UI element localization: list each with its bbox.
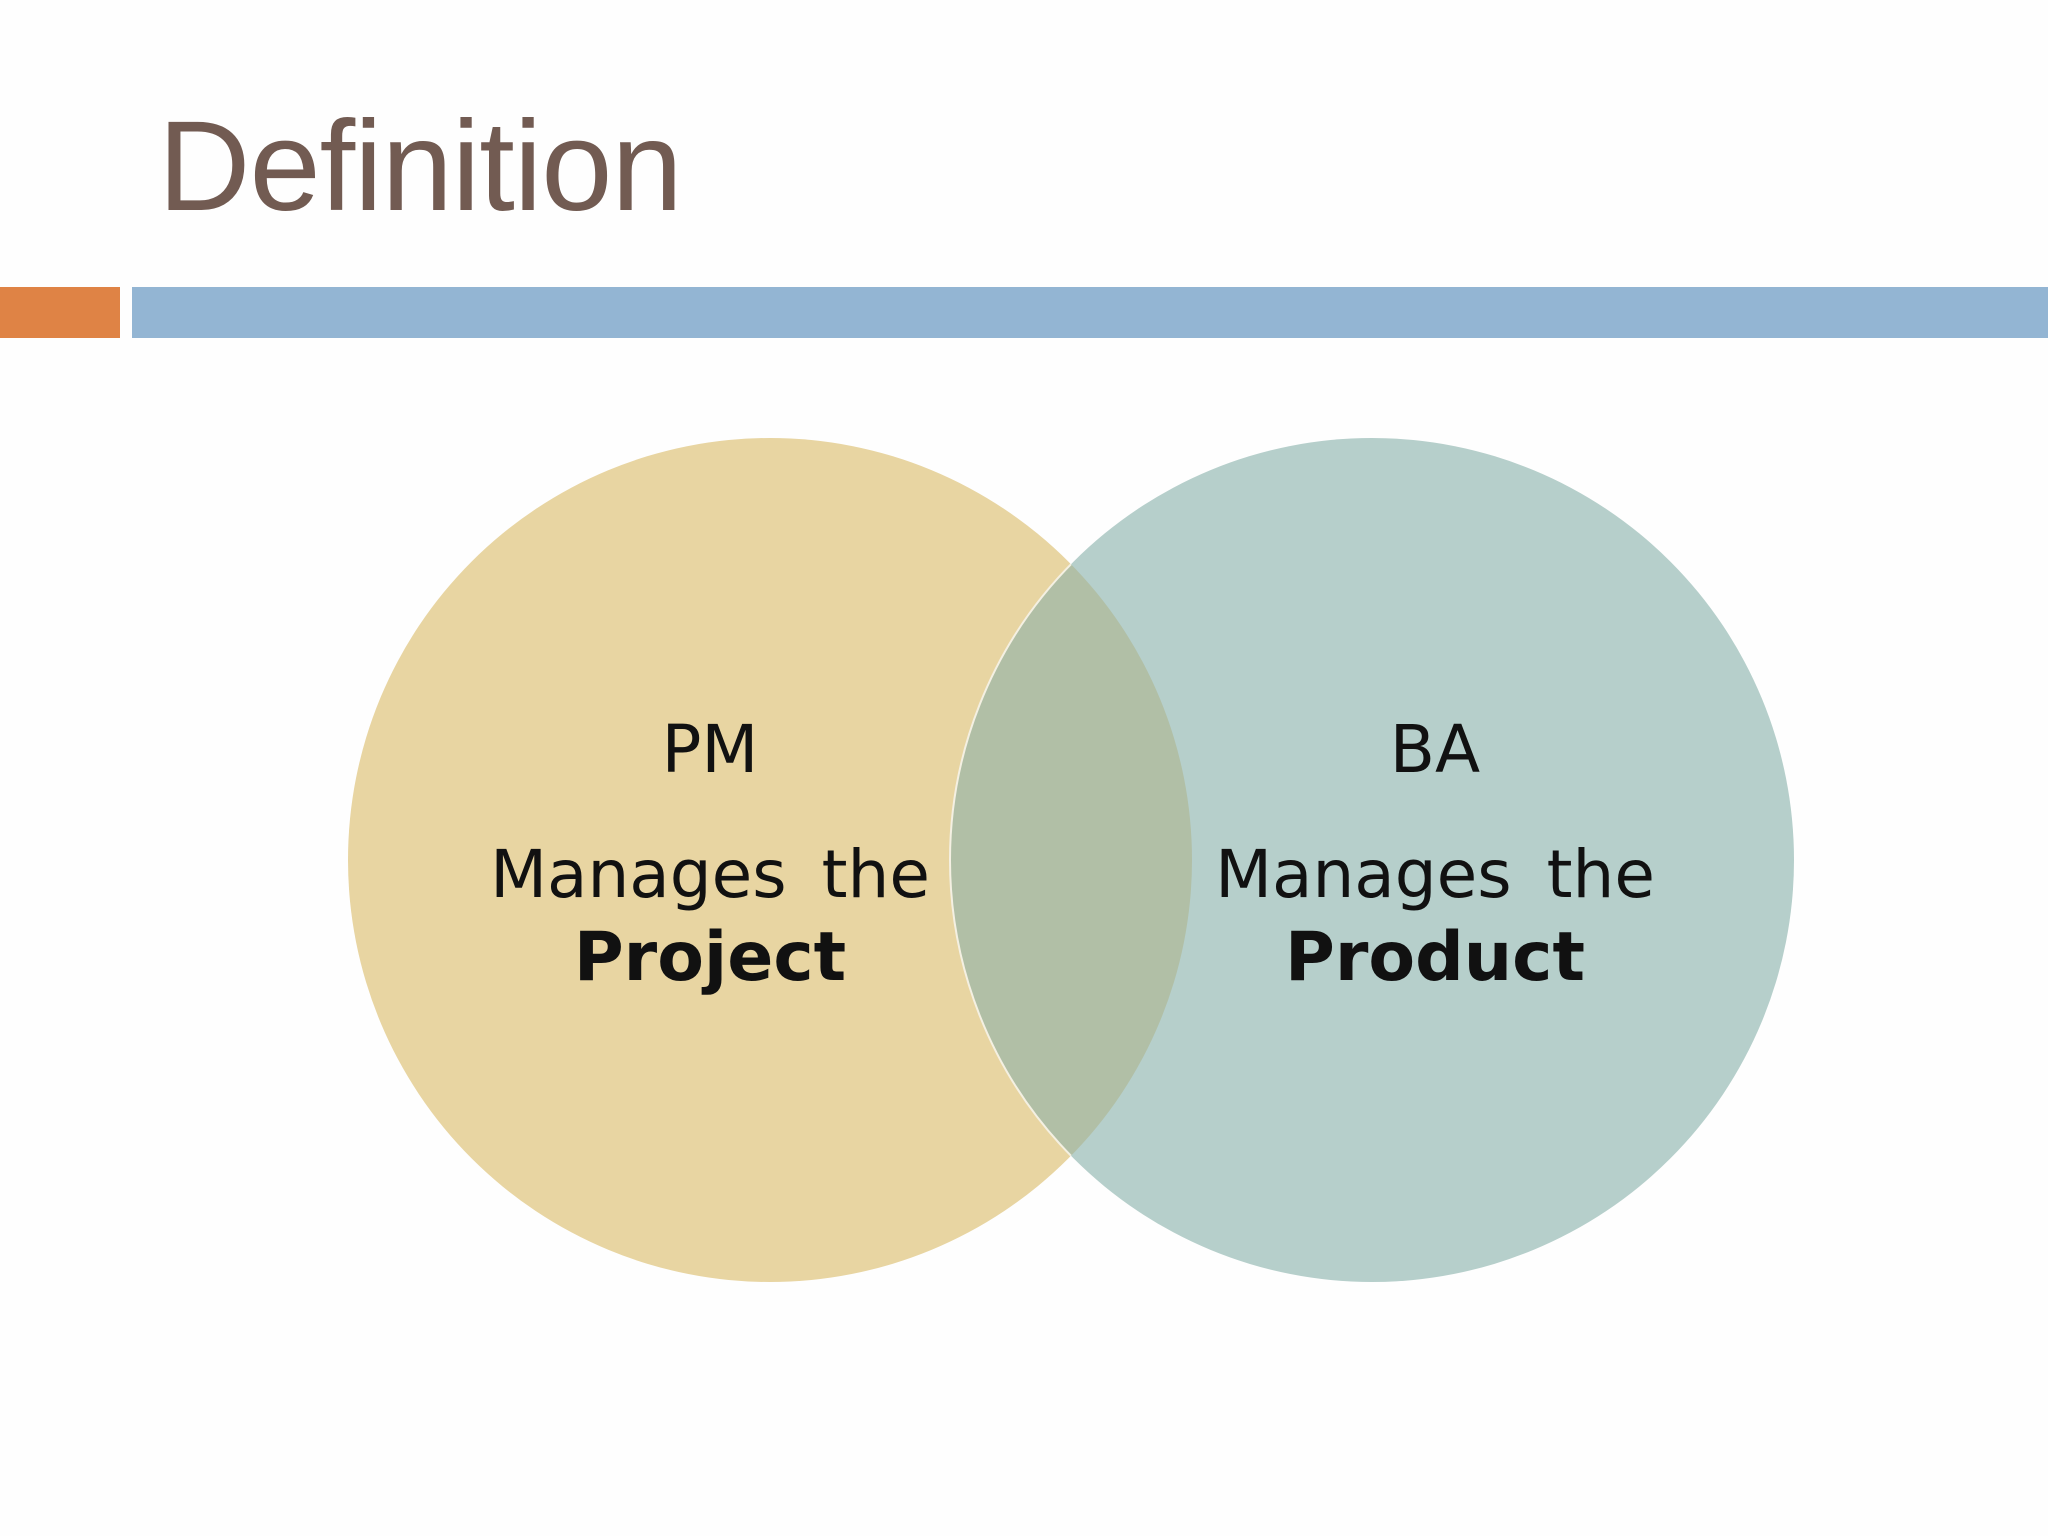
pm-abbr: PM: [661, 711, 759, 788]
venn-circle-ba: [950, 438, 1794, 1282]
accent-bar-blue: [132, 287, 2048, 338]
venn-overlap-edge: [949, 438, 1192, 1282]
venn-label-pm: PM Manages the Project: [450, 710, 970, 1000]
accent-bar-orange: [0, 287, 120, 338]
ba-abbr: BA: [1389, 711, 1481, 788]
venn-label-ba: BA Manages the Product: [1175, 710, 1695, 1000]
ba-role-object: Product: [1285, 918, 1585, 997]
pm-role-object: Project: [573, 918, 847, 997]
venn-circle-pm: [348, 438, 1192, 1282]
ba-role-line: Manages the: [1215, 836, 1655, 913]
slide-title: Definition: [158, 95, 683, 238]
pm-role-line: Manages the: [490, 836, 930, 913]
